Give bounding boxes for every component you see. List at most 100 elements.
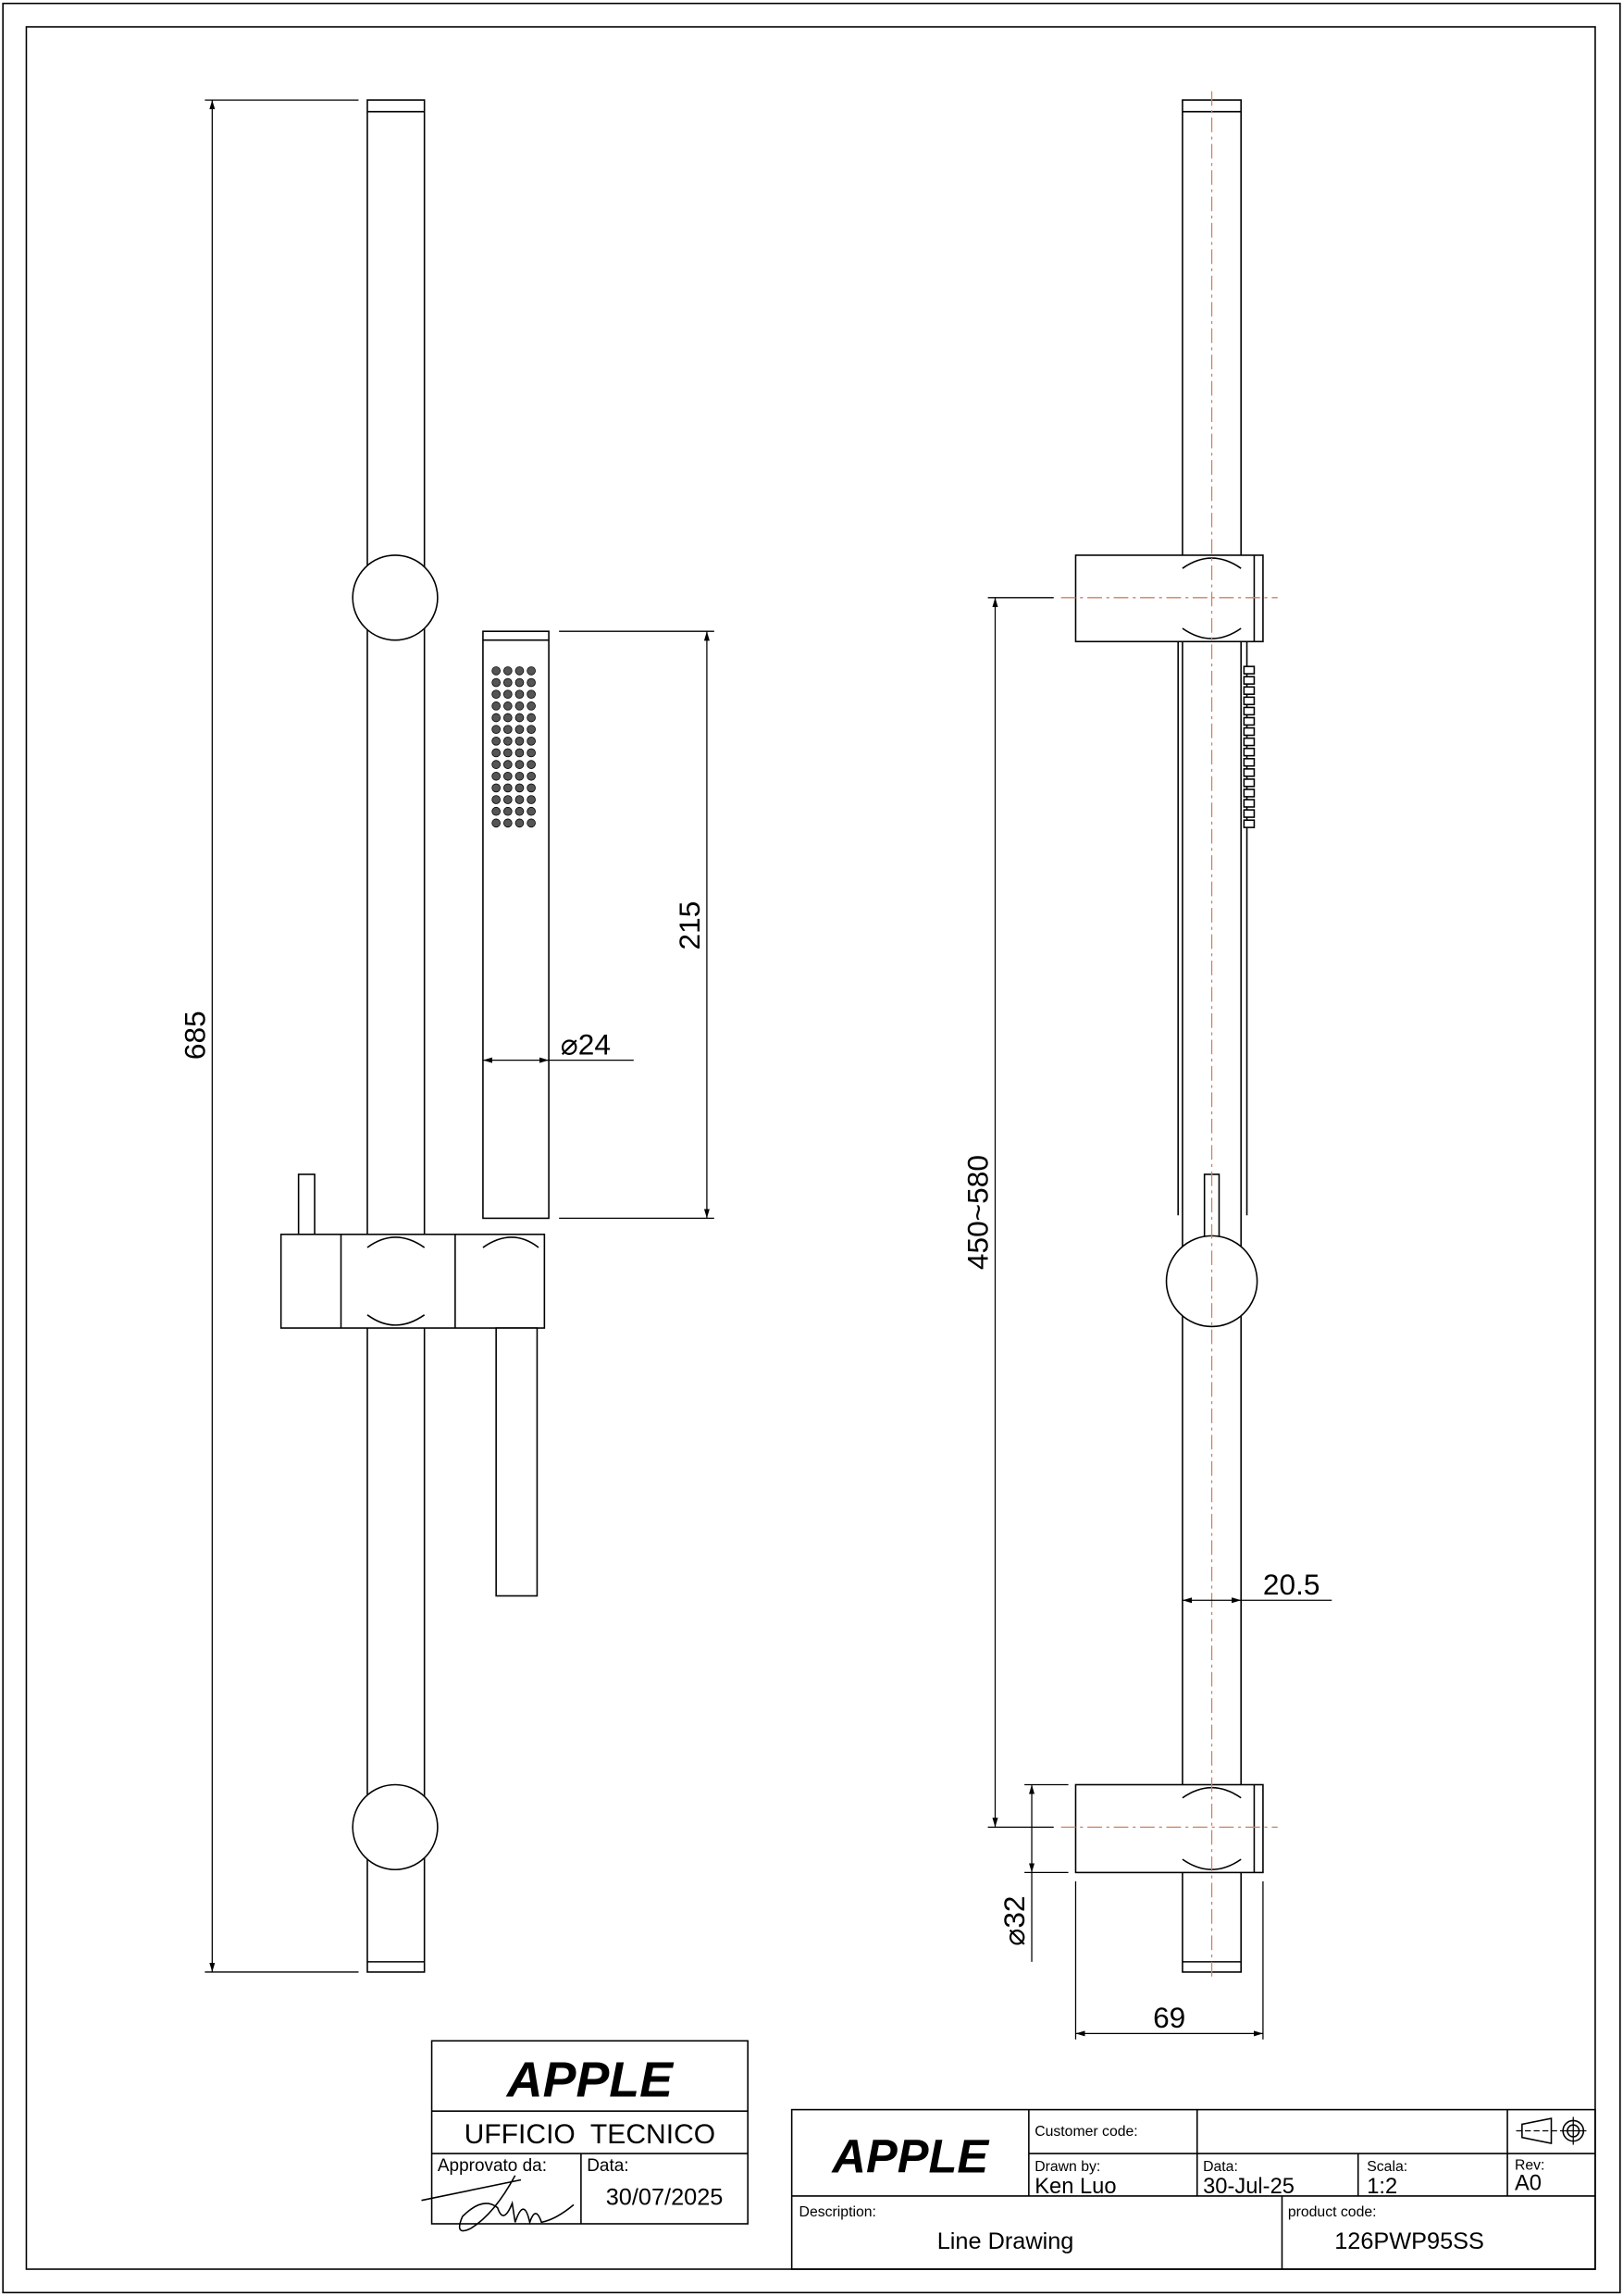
nozzle-dot	[514, 760, 525, 769]
company-logo: APPLE	[505, 2052, 675, 2107]
nozzle-dot	[491, 677, 501, 688]
nozzle-dot	[491, 713, 501, 723]
nozzle-dot	[491, 689, 501, 700]
approval-block: APPLE UFFICIO TECNICO Approvato da: Data…	[421, 2040, 749, 2232]
knurled-grip	[1243, 665, 1256, 828]
nozzle-dot	[502, 760, 513, 769]
knurl-ridge	[1243, 747, 1256, 757]
nozzle-dot	[502, 666, 513, 676]
nozzle-dot	[527, 725, 536, 734]
nozzle-dot	[491, 666, 501, 676]
nozzle-dot	[527, 771, 536, 781]
nozzle-dot	[514, 783, 525, 793]
nozzle-dot	[491, 725, 501, 734]
svg-text:Approvato da:: Approvato da:	[438, 2156, 547, 2176]
nozzle-dot	[527, 677, 536, 688]
dimension-69: 69	[1074, 1880, 1264, 2040]
title-logo: APPLE	[830, 2130, 990, 2183]
front-view	[1060, 91, 1278, 1980]
nozzle-dot	[527, 701, 536, 711]
svg-text:⌀32: ⌀32	[997, 1895, 1031, 1945]
nozzle-dot	[514, 713, 525, 723]
nozzle-dot	[491, 783, 501, 793]
svg-text:Data:: Data:	[1203, 2159, 1238, 2175]
nozzle-dot	[502, 771, 513, 781]
slider-holder	[279, 1234, 546, 1329]
knurl-ridge	[1243, 706, 1256, 716]
svg-text:126PWP95SS: 126PWP95SS	[1334, 2228, 1484, 2254]
knurl-ridge	[1243, 726, 1256, 737]
dimension-diameter-32: ⌀32	[997, 1783, 1069, 1962]
svg-text:Line Drawing: Line Drawing	[937, 2228, 1074, 2254]
nozzle-dot	[527, 736, 536, 746]
nozzle-dot	[491, 771, 501, 781]
knurl-ridge	[1243, 788, 1256, 798]
knurl-ridge	[1243, 768, 1256, 777]
knurl-ridge	[1243, 778, 1256, 788]
inner-border	[25, 26, 1596, 2270]
knurl-ridge	[1243, 716, 1256, 726]
dimension-20-5: 20.5	[1182, 1568, 1332, 1604]
svg-text:450~580: 450~580	[961, 1155, 995, 1270]
dimension-diameter-24: ⌀24	[482, 1027, 634, 1063]
nozzle-dot	[527, 806, 536, 816]
first-angle-projection-icon	[1516, 2116, 1587, 2145]
nozzle-dot	[502, 818, 513, 828]
nozzle-dot	[514, 736, 525, 746]
knurl-ridge	[1243, 809, 1256, 818]
nozzle-dot	[502, 689, 513, 700]
knurl-ridge	[1243, 737, 1256, 747]
svg-text:30-Jul-25: 30-Jul-25	[1203, 2175, 1295, 2199]
title-block: APPLE Customer code: Drawn by: Ken Luo D…	[790, 2108, 1596, 2270]
nozzle-dot	[514, 818, 525, 828]
nozzle-dot	[527, 795, 536, 804]
rail-rod	[366, 99, 426, 1973]
nozzle-dot	[502, 795, 513, 804]
svg-text:Drawn by:: Drawn by:	[1035, 2159, 1100, 2175]
svg-text:1:2: 1:2	[1367, 2175, 1397, 2199]
nozzle-dot	[527, 689, 536, 700]
svg-text:30/07/2025: 30/07/2025	[606, 2184, 724, 2210]
dimension-450-580: 450~580	[961, 597, 1054, 1828]
svg-text:69: 69	[1153, 2001, 1185, 2034]
nozzle-dot	[502, 783, 513, 793]
nozzle-dot	[514, 666, 525, 676]
nozzle-dot	[514, 795, 525, 804]
signature	[421, 2175, 575, 2232]
nozzle-dot	[527, 783, 536, 793]
nozzle-dot	[527, 748, 536, 758]
svg-text:Rev:: Rev:	[1515, 2157, 1544, 2173]
nozzle-dot	[514, 701, 525, 711]
nozzle-dot	[514, 771, 525, 781]
department: UFFICIO TECNICO	[465, 2119, 716, 2150]
svg-text:20.5: 20.5	[1263, 1568, 1320, 1601]
svg-text:A0: A0	[1515, 2172, 1542, 2196]
knurl-ridge	[1243, 819, 1256, 828]
knurl-ridge	[1243, 665, 1256, 675]
nozzle-dot	[514, 677, 525, 688]
svg-text:Scala:: Scala:	[1367, 2159, 1407, 2175]
nozzle-dot	[502, 713, 513, 723]
nozzle-dot	[491, 806, 501, 816]
nozzle-dot	[527, 818, 536, 828]
nozzle-dot	[502, 701, 513, 711]
nozzle-dot	[514, 748, 525, 758]
lower-bracket	[1074, 1783, 1264, 1874]
nozzle-dot	[502, 806, 513, 816]
dimension-215: 215	[559, 630, 714, 1220]
knurl-ridge	[1243, 696, 1256, 706]
upper-bracket	[1074, 554, 1264, 643]
svg-text:Description:: Description:	[799, 2204, 876, 2220]
nozzle-dot	[491, 760, 501, 769]
nozzle-dot	[491, 795, 501, 804]
nozzle-dot	[527, 713, 536, 723]
knurl-ridge	[1243, 676, 1256, 685]
nozzle-dot	[491, 818, 501, 828]
svg-text:⌀24: ⌀24	[561, 1027, 611, 1061]
nozzle-dot	[502, 748, 513, 758]
nozzle-dot	[514, 725, 525, 734]
nozzle-dot	[502, 677, 513, 688]
nozzle-dot	[502, 736, 513, 746]
svg-text:685: 685	[178, 1011, 211, 1060]
